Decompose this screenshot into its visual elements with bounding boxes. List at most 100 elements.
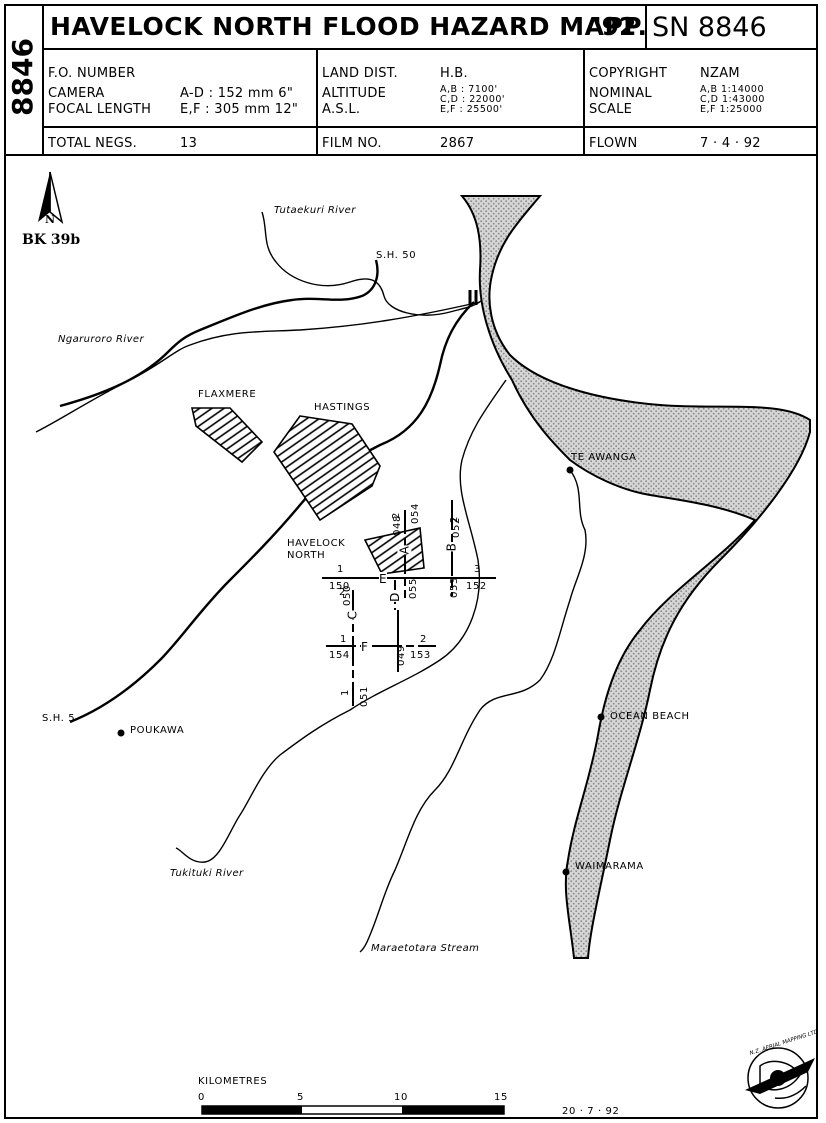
te-awanga-dot — [566, 466, 574, 474]
run-num-154: 154 — [329, 650, 350, 661]
land-dist-value: H.B. — [440, 66, 468, 81]
run-num-2c: 2 — [339, 587, 346, 598]
sh5-label: S.H. 5 — [42, 713, 76, 724]
run-num-153: 153 — [410, 650, 431, 661]
scale-ef: E,F 1:25000 — [700, 104, 763, 115]
sn-number: SN 8846 — [652, 12, 767, 43]
nz-aerial-mapping-logo — [745, 1047, 815, 1109]
scale-bar — [201, 1105, 505, 1115]
flaxmere-label: FLAXMERE — [198, 389, 257, 400]
copyright-label: COPYRIGHT — [589, 66, 668, 81]
map-frame — [4, 156, 818, 1119]
run-num-152: 152 — [466, 581, 487, 592]
run-label-f: F — [361, 640, 369, 654]
scale-tick-5: 5 — [297, 1092, 304, 1103]
run-num-052: 052 — [450, 517, 462, 538]
north-label: N — [45, 213, 56, 226]
altitude-ef: E,F : 25500' — [440, 104, 503, 115]
hastings-area — [273, 415, 381, 522]
maraetotara-stream-label: Maraetotara Stream — [371, 943, 480, 954]
run-num-1a: 1 — [337, 564, 344, 575]
title-row-line — [42, 48, 818, 50]
focal-length-label: FOCAL LENGTH — [48, 102, 152, 117]
ocean-beach-dot — [597, 713, 605, 721]
ngaruroro-river-label: Ngaruroro River — [58, 334, 144, 345]
state-highway-5-line — [69, 301, 475, 724]
run-num-2f: 2 — [420, 634, 427, 645]
scale-ab: A,B 1:14000 — [700, 84, 765, 95]
sea-area — [459, 195, 811, 959]
altitude-values: A,B : 7100' C,D : 22000' E,F : 25500' — [440, 85, 505, 115]
scale-label: SCALE — [589, 102, 633, 117]
col-divider-2 — [583, 48, 585, 156]
run-label-d: D — [387, 592, 402, 602]
run-num-1f: 1 — [340, 634, 347, 645]
land-dist-label: LAND DIST. — [322, 66, 398, 81]
map-title-year: '92 — [594, 12, 637, 41]
run-num-051: 051 — [358, 686, 370, 707]
scale-tick-0: 0 — [198, 1092, 205, 1103]
run-label-b: B — [444, 542, 459, 552]
maraetotara-stream-line — [359, 469, 587, 953]
altitude-cd: C,D : 22000' — [440, 94, 506, 105]
flown-value: 7 · 4 · 92 — [700, 136, 761, 151]
scale-values: A,B 1:14000 C,D 1:43000 E,F 1:25000 — [700, 85, 765, 115]
run-num-049: 049 — [395, 645, 407, 666]
ocean-beach-label: OCEAN BEACH — [610, 711, 690, 722]
north-arrow-icon — [38, 171, 64, 225]
bottom-row-line — [42, 126, 818, 128]
side-id-divider — [42, 4, 44, 156]
asl-label: A.S.L. — [322, 102, 361, 117]
scale-cd: C,D 1:43000 — [700, 94, 765, 105]
film-no-value: 2867 — [440, 136, 475, 151]
run-label-e: E — [379, 572, 388, 586]
te-awanga-label: TE AWANGA — [571, 452, 637, 463]
altitude-ab: A,B : 7100' — [440, 84, 498, 95]
ngaruroro-river-line — [35, 301, 481, 433]
run-label-c: C — [345, 610, 360, 620]
copyright-value: NZAM — [700, 66, 740, 81]
flown-label: FLOWN — [589, 136, 638, 151]
run-num-053: 053 — [448, 577, 460, 598]
scale-tick-10: 10 — [394, 1092, 408, 1103]
focal-length-value: E,F : 305 mm 12" — [180, 102, 299, 117]
fo-number-label: F.O. NUMBER — [48, 66, 136, 81]
flaxmere-area — [191, 407, 264, 464]
tutaekuri-river-label: Tutaekuri River — [274, 205, 356, 216]
sh50-label: S.H. 50 — [376, 250, 417, 261]
poukawa-label: POUKAWA — [130, 725, 185, 736]
header-frame — [4, 4, 818, 156]
run-num-055: 055 — [407, 578, 419, 599]
poukawa-dot — [117, 729, 125, 737]
map-title: HAVELOCK NORTH FLOOD HAZARD MAPP. — [50, 12, 648, 41]
state-highway-50-line — [59, 259, 379, 408]
col-divider-1 — [316, 48, 318, 156]
run-label-a: A — [397, 545, 412, 555]
total-negs-value: 13 — [180, 136, 198, 151]
north-area-label: NORTH — [287, 550, 326, 561]
tukituki-river-label: Tukituki River — [170, 868, 244, 879]
altitude-label: ALTITUDE — [322, 86, 387, 101]
hastings-label: HASTINGS — [314, 402, 371, 413]
scale-title: KILOMETRES — [198, 1076, 268, 1087]
run-num-150: 150 — [329, 581, 350, 592]
film-no-label: FILM NO. — [322, 136, 382, 151]
havelock-label: HAVELOCK — [287, 538, 346, 549]
waimarama-label: WAIMARAMA — [575, 861, 644, 872]
scale-tick-15: 15 — [494, 1092, 508, 1103]
run-num-3: 3 — [474, 564, 481, 575]
nominal-label: NOMINAL — [589, 86, 652, 101]
waimarama-dot — [562, 868, 570, 876]
camera-label: CAMERA — [48, 86, 105, 101]
sheet-reference: BK 39b — [22, 232, 81, 248]
run-num-1c: 1 — [339, 689, 351, 696]
tutaekuri-river-line — [261, 211, 483, 316]
drawing-date: 20 · 7 · 92 — [562, 1106, 620, 1117]
havelock-north-area — [363, 527, 425, 575]
total-negs-label: TOTAL NEGS. — [48, 136, 138, 151]
camera-value: A-D : 152 mm 6" — [180, 86, 294, 101]
tukituki-river-line — [175, 379, 507, 863]
run-num-054: 054 — [409, 503, 421, 524]
sn-divider — [645, 4, 647, 50]
